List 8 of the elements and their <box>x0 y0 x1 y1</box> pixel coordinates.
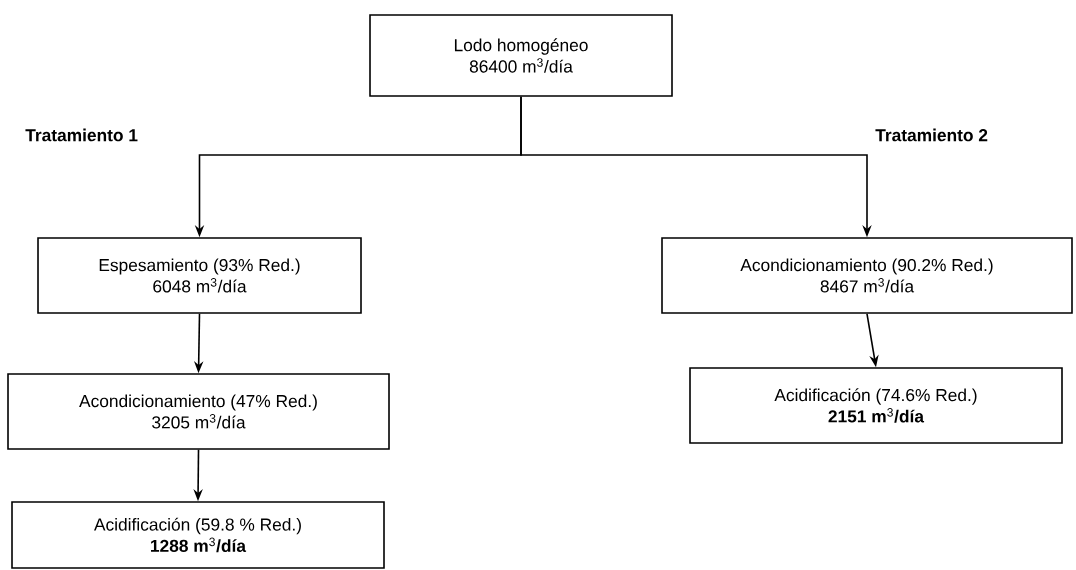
process-box: Lodo homogéneo 86400 m$^{3}$/día <box>369 14 673 97</box>
process-box: Espesamiento (93% Red.) 6048 m$^{3}$/día <box>37 237 362 314</box>
process-box: Acondicionamiento (47% Red.) 3205 m$^{3}$/día <box>7 373 390 450</box>
process-box: Acidificación (59.8 % Red.) 1288 m$^{3}$/día <box>11 501 385 569</box>
process-box: Acondicionamiento (90.2% Red.) 8467 m$^{3}$/día <box>661 237 1073 314</box>
process-box: Acidificación (74.6% Red.) 2151 m$^{3}$/día <box>689 367 1063 444</box>
branch-label: Tratamiento 1 <box>25 128 138 142</box>
branch-label: Tratamiento 2 <box>875 128 988 142</box>
